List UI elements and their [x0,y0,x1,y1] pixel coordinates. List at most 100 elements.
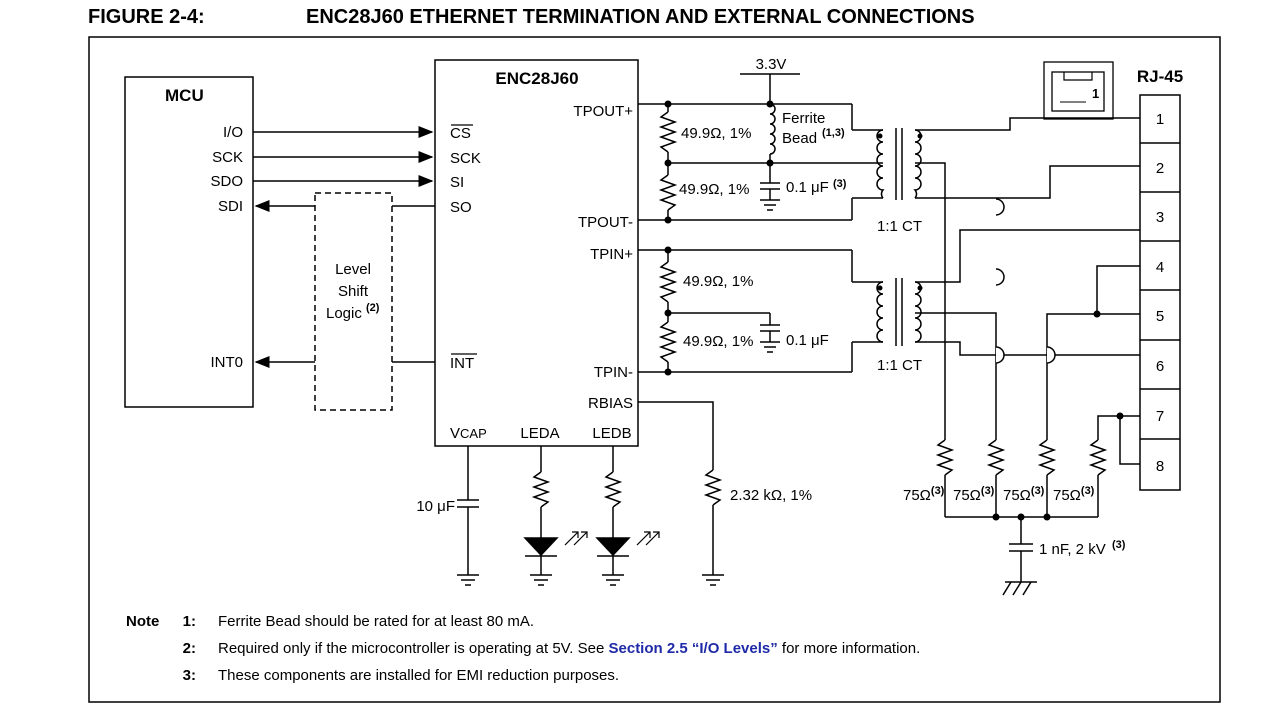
level-shift-line2: Shift [338,283,369,300]
rx-sec-bot-wire [915,341,1140,356]
tx-sec-top-wire [915,117,1140,131]
chip-pin-si: SI [450,174,464,191]
mcu-pin-sdi: SDI [218,198,243,215]
level-shift-note-ref: (2) [366,302,380,314]
pin78-term-wire [1097,415,1120,440]
xfmr-phase-dot [877,133,883,139]
junction-dot [664,368,672,376]
chip-label: ENC28J60 [495,69,578,88]
xfmr-phase-dot [877,285,883,291]
rx-r-bot [658,321,678,363]
rj45-label: RJ-45 [1137,67,1183,86]
tx-cap-note-ref: (3) [833,178,847,190]
rx-ct-wire [915,312,997,440]
rbias-label: 2.32 kΩ, 1% [730,487,812,504]
junction-dot [664,216,672,224]
junction-dot [664,246,672,254]
chip-pin-sck: SCK [450,150,481,167]
rj45-pin-7: 7 [1156,408,1164,425]
note-text: These components are installed for EMI r… [218,667,620,684]
leda-light-rays [564,531,588,546]
tx-cap-label: 0.1 μF [786,179,829,196]
rj45-pin-3: 3 [1156,209,1164,226]
note-text-after: for more information. [777,640,921,657]
rx-xfmr-label: 1:1 CT [877,357,922,374]
chip-pin-vcap-v: V [450,425,460,442]
hv-cap-note-ref: (3) [1112,539,1126,551]
rj45-pin-1: 1 [1156,111,1164,128]
chip-pin-tpin-minus: TPIN- [594,364,633,381]
pin45-term-wire [1046,313,1097,440]
r75-1 [935,439,955,476]
vcap-cap-label: 10 μF [416,498,455,515]
chip-pin-ledb: LEDB [592,425,631,442]
r75-label-2: 75Ω(3) [953,485,995,504]
rx-cap-label: 0.1 μF [786,332,829,349]
chip-pin-int: INT [450,355,474,372]
junction-dot [664,100,672,108]
chassis-gnd-hatch-3 [1022,581,1032,596]
tx-r-top-label: 49.9Ω, 1% [681,125,751,142]
figure-number: FIGURE 2-4: [88,6,205,28]
rx-r-top [658,261,678,303]
junction-dot [664,309,672,317]
junction-dot [766,100,774,108]
level-shift-line3: Logic [326,305,362,322]
rj45-jack-icon [1043,61,1114,120]
note-number: 3: [182,667,196,684]
level-shift-line1: Level [335,261,371,278]
chip-block [434,59,639,447]
tx-xfmr-label: 1:1 CT [877,218,922,235]
rx-r-top-label: 49.9Ω, 1% [683,273,753,290]
rj45-pin-4: 4 [1156,259,1164,276]
tx-r-top [658,111,678,153]
r75-label-4: 75Ω(3) [1053,485,1095,504]
junction-dot [766,159,774,167]
note-number: 1: [182,613,196,630]
tx-xfmr-primary [876,129,885,199]
ferrite-label-1: Ferrite [782,110,825,127]
rj45-pin-2: 2 [1156,160,1164,177]
chip-pin-tpout-plus: TPOUT+ [573,103,633,120]
figure-frame [88,36,1221,703]
note-text-before: Required only if the microcontroller is … [218,640,609,657]
xfmr-phase-dot [917,133,923,139]
tx-sec-bot-wire [915,165,1140,199]
r75-value-4: 75Ω [1053,487,1081,504]
hop-1 [995,198,1005,216]
chassis-gnd-hatch-1 [1002,581,1012,596]
ferrite-note-ref: (1,3) [822,127,845,139]
hv-cap-label: 1 nF, 2 kV [1039,541,1106,558]
pin4-wire [1096,265,1140,314]
r75-label-3: 75Ω(3) [1003,485,1045,504]
leda-resistor [531,471,551,508]
tx-xfmr-secondary [913,129,922,199]
note-number: 2: [182,640,196,657]
junction-dot [1017,513,1025,521]
r75-value-3: 75Ω [1003,487,1031,504]
junction-dot [664,159,672,167]
rx-xfmr-primary [876,281,884,343]
hop-2 [995,268,1005,286]
junction-dot [992,513,1000,521]
note-text: Required only if the microcontroller is … [218,635,920,662]
rj45-pin-5: 5 [1156,308,1164,325]
xfmr-phase-dot [917,285,923,291]
rbias-resistor [703,469,723,506]
hop-4 [1046,346,1056,364]
rx-xfmr-secondary [914,281,922,343]
tx-ct-wire [915,162,946,440]
rx-r-bot-label: 49.9Ω, 1% [683,333,753,350]
chip-pin-tpin-plus: TPIN+ [590,246,633,263]
chip-pin-leda: LEDA [520,425,559,442]
rx-sec-top-wire [915,229,1140,283]
notes-label: Note [126,613,160,630]
chip-pin-vcap-sub: CAP [460,426,487,441]
ferrite-bead-coil [769,103,776,155]
chip-pin-so: SO [450,199,472,216]
r75-note-ref-1: (3) [931,485,945,497]
hop-3 [995,346,1005,364]
mcu-pin-sdo: SDO [210,173,243,190]
section-2-5-link[interactable]: Section 2.5 “I/O Levels” [608,640,778,657]
